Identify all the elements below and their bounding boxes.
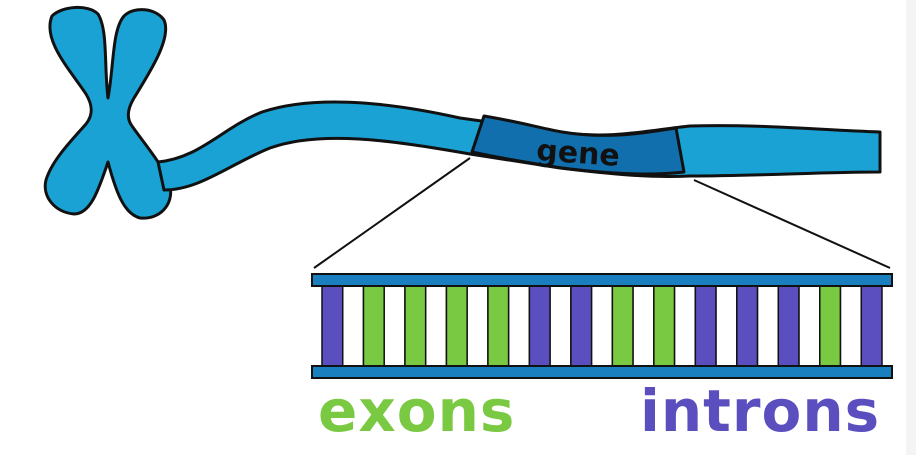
zoom-line-left (313, 157, 471, 269)
zoom-line-right (693, 179, 891, 269)
dna-gap (466, 285, 489, 367)
gene-label: gene (535, 133, 621, 174)
dna-gap (424, 285, 448, 367)
dna-intron-rung (321, 285, 344, 367)
dna-gap (839, 285, 863, 367)
dna-intron-rung (860, 285, 883, 367)
dna-gap (756, 285, 780, 367)
dna-gap (673, 285, 697, 367)
dna-exon-rung (487, 285, 510, 367)
dna-gap (341, 285, 365, 367)
dna-exon-rung (404, 285, 427, 367)
dna-gap (507, 285, 531, 367)
introns-label: introns (640, 377, 881, 445)
dna-gap (590, 285, 614, 367)
dna-exon-rung (819, 285, 842, 367)
dna-gap (715, 285, 738, 367)
dna-gap (383, 285, 406, 367)
dna-intron-rung (694, 285, 717, 367)
dna-bottom-rail (311, 365, 893, 379)
dna-gap (798, 285, 821, 367)
dna-exon-rung (653, 285, 676, 367)
dna-rungs (321, 285, 883, 367)
dna-gap (549, 285, 572, 367)
exons-label: exons (318, 377, 516, 445)
dna-intron-rung (736, 285, 759, 367)
chromosome: gene (43, 6, 882, 220)
dna-ladder (311, 273, 893, 379)
dna-intron-rung (777, 285, 800, 367)
dna-exon-rung (445, 285, 468, 367)
dna-gap (632, 285, 655, 367)
dna-intron-rung (528, 285, 551, 367)
dna-exon-rung (611, 285, 634, 367)
gene-segment (470, 114, 686, 176)
dna-top-rail (311, 273, 893, 287)
dna-intron-rung (570, 285, 593, 367)
dna-exon-rung (362, 285, 385, 367)
right-edge-strip (906, 0, 916, 455)
chromosome-x-shape (43, 6, 173, 220)
